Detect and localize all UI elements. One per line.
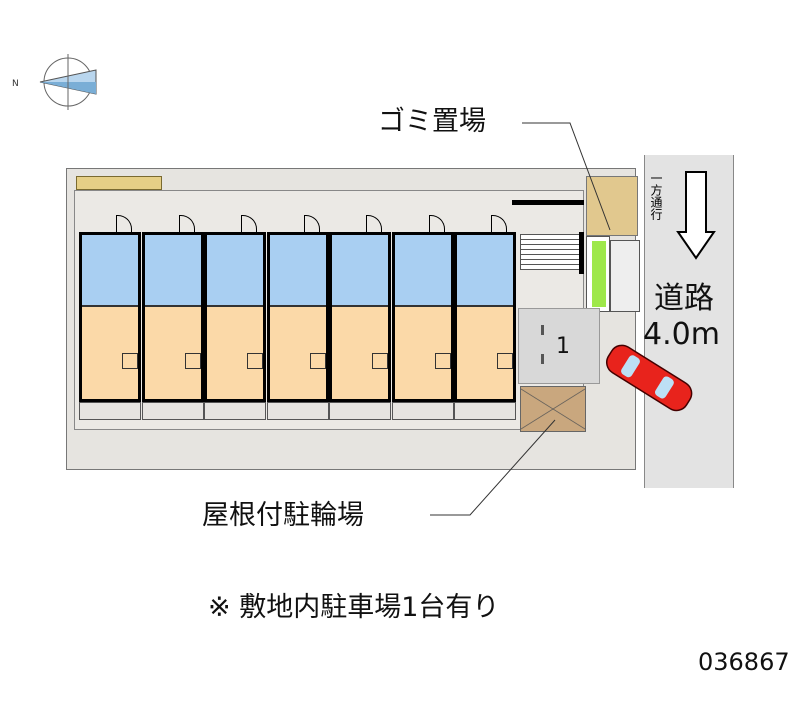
apartment-unit <box>329 215 391 402</box>
parking-note: ※ 敷地内駐車場1台有り <box>208 592 500 623</box>
property-id: 036867 <box>698 648 790 676</box>
compass-label: N <box>12 79 19 89</box>
wet-area <box>332 235 388 307</box>
closet <box>184 353 201 369</box>
closet <box>247 353 263 369</box>
planter <box>586 236 610 312</box>
wet-area <box>207 235 263 307</box>
closet <box>309 353 326 369</box>
entrance-door <box>491 215 507 234</box>
wet-area <box>82 235 138 307</box>
apartment-unit <box>79 215 141 402</box>
apartment-unit <box>454 215 516 402</box>
parking-marker <box>541 354 544 364</box>
parking-space-1 <box>518 308 600 384</box>
road-label: 道路 <box>654 281 714 316</box>
wet-area <box>457 235 513 307</box>
entrance-door <box>366 215 382 234</box>
garbage-area <box>586 176 638 236</box>
entrance-door <box>116 215 132 234</box>
balcony <box>266 402 329 420</box>
entrance-door <box>428 215 445 234</box>
balcony <box>329 402 391 420</box>
closet <box>434 353 451 369</box>
gate <box>610 240 640 312</box>
apartment-unit <box>204 215 266 402</box>
apartment-unit <box>266 215 329 402</box>
car-icon <box>605 344 693 412</box>
balcony <box>141 402 204 420</box>
wall <box>579 232 584 274</box>
balcony <box>204 402 266 420</box>
closet <box>497 353 513 369</box>
apartment-unit <box>391 215 454 402</box>
road-width: 4.0m <box>643 317 720 352</box>
entrance-door <box>241 215 257 234</box>
wet-area <box>394 235 451 307</box>
compass-icon: N <box>12 54 97 110</box>
entrance-door <box>178 215 195 234</box>
greenery <box>592 241 606 307</box>
entrance-door <box>303 215 320 234</box>
apartment-unit <box>141 215 204 402</box>
bench-planter <box>76 176 162 190</box>
balcony <box>391 402 454 420</box>
bike-parking <box>520 386 586 432</box>
garbage-label: ゴミ置場 <box>378 106 486 137</box>
balcony <box>454 402 516 420</box>
closet <box>372 353 388 369</box>
wet-area <box>144 235 201 307</box>
down-arrow-icon <box>676 171 716 260</box>
wall <box>512 200 584 205</box>
parking-number: 1 <box>556 334 570 359</box>
bike-parking-label: 屋根付駐輪場 <box>202 500 364 531</box>
one-way-label: 一方通行 <box>649 172 663 220</box>
balcony <box>79 402 141 420</box>
wet-area <box>269 235 326 307</box>
closet <box>122 353 138 369</box>
parking-marker <box>541 325 544 335</box>
stairs <box>520 234 580 270</box>
